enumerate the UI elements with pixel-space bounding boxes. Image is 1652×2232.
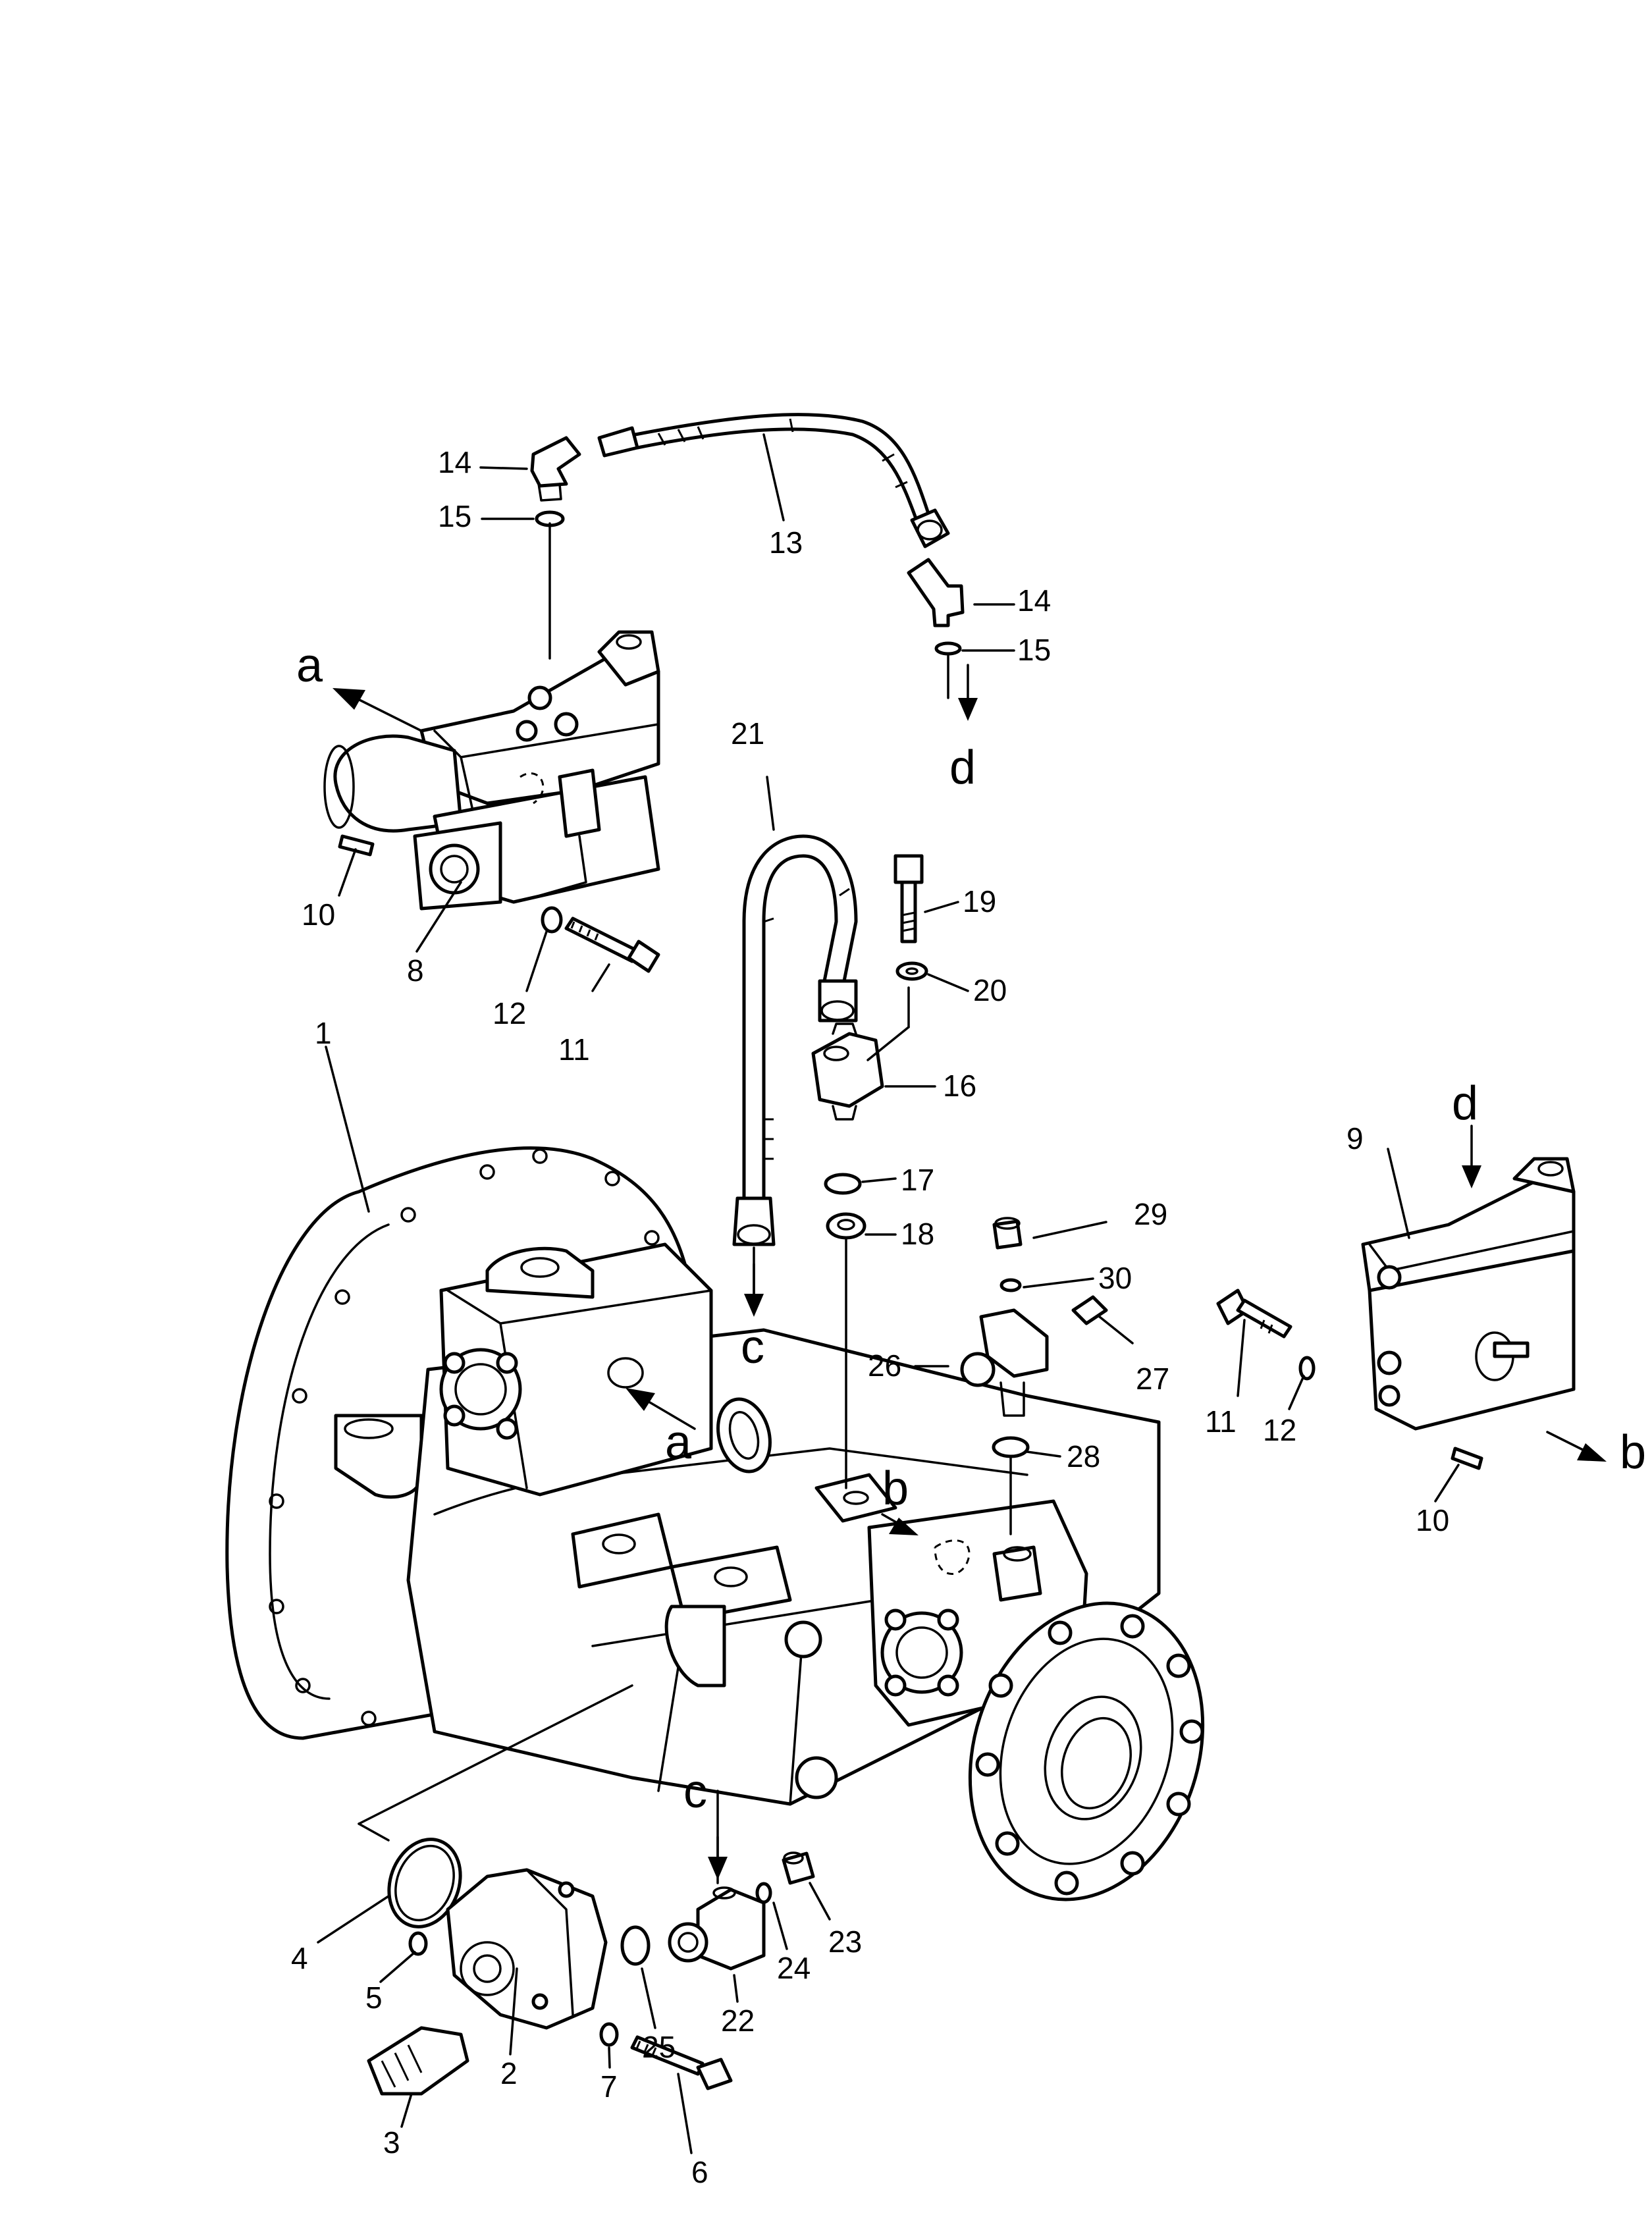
callout-15-right: 15 xyxy=(1017,633,1051,667)
part-26-check-block xyxy=(960,1308,1049,1417)
part-11-bolt-right xyxy=(1216,1289,1292,1339)
part-10-pin-left xyxy=(338,834,375,857)
callout-11-left: 11 xyxy=(558,1032,590,1067)
callout-22: 22 xyxy=(721,2004,755,2038)
callout-6: 6 xyxy=(691,2155,708,2189)
part-22-valve-block xyxy=(668,1886,766,1971)
leader-lines xyxy=(317,433,1460,2154)
callout-8: 8 xyxy=(407,953,424,988)
letter-d-valve: d xyxy=(1452,1077,1478,1130)
part-27-grease-fitting xyxy=(1071,1295,1108,1325)
callout-16: 16 xyxy=(943,1069,976,1103)
part-3-relief-valve xyxy=(367,2026,469,2096)
part-25-oring xyxy=(620,1925,651,1966)
letter-a-valve: a xyxy=(296,639,323,692)
callout-14-right: 14 xyxy=(1017,583,1051,618)
part-6-bolt xyxy=(630,2035,733,2090)
part-11-bolt-left xyxy=(564,917,660,973)
part-21-hose xyxy=(732,834,858,1246)
part-19-bolt xyxy=(893,854,924,943)
callout-10-left: 10 xyxy=(302,897,335,932)
part-8-servo-valve-assembly xyxy=(323,630,660,911)
callout-9: 9 xyxy=(1346,1121,1364,1156)
rear-flange-bolts xyxy=(975,1614,1204,1896)
callout-3: 3 xyxy=(383,2125,400,2160)
callout-13: 13 xyxy=(769,525,803,560)
part-1-main-pump-assembly xyxy=(225,1146,1205,1901)
part-14-elbow-left xyxy=(530,436,581,502)
letter-c-hose: c xyxy=(741,1321,764,1373)
callout-14-left: 14 xyxy=(438,445,471,479)
part-30-ring xyxy=(999,1278,1022,1292)
connection-letters: a a b b c c d d xyxy=(296,639,1646,1818)
letter-b-valve: b xyxy=(1620,1426,1646,1479)
callout-5: 5 xyxy=(365,1980,383,2015)
letter-b-pump: b xyxy=(882,1462,909,1515)
part-24-ring xyxy=(755,1882,772,1904)
callout-25: 25 xyxy=(642,2030,676,2064)
callout-15-left: 15 xyxy=(438,499,471,533)
part-15-oring-right xyxy=(934,641,962,656)
callout-1: 1 xyxy=(315,1016,332,1050)
callout-17: 17 xyxy=(901,1163,934,1197)
callout-4: 4 xyxy=(291,1941,308,1975)
part-28-oring xyxy=(992,1436,1030,1458)
part-12-washer-right xyxy=(1298,1356,1316,1381)
part-14-elbow-right xyxy=(907,558,965,627)
callout-27: 27 xyxy=(1136,1362,1169,1396)
callout-29: 29 xyxy=(1134,1197,1167,1231)
part-10-pin-right xyxy=(1451,1447,1483,1470)
part-4-oring-large xyxy=(387,1838,462,1928)
part-16-flange-block xyxy=(811,1023,884,1121)
flange-bolt-holes xyxy=(269,1148,679,1726)
part-18-collar xyxy=(826,1212,866,1240)
part-7-washer xyxy=(599,2022,619,2047)
letter-d-hose: d xyxy=(949,741,976,794)
callout-21: 21 xyxy=(731,716,764,751)
callout-24: 24 xyxy=(777,1951,811,1985)
callout-23: 23 xyxy=(828,1925,862,1959)
callout-numbers: 1 2 3 4 5 6 7 8 9 10 10 11 11 12 12 13 1… xyxy=(291,445,1449,2189)
callout-20: 20 xyxy=(973,973,1007,1007)
part-23-plug xyxy=(782,1851,815,1885)
callout-11-right: 11 xyxy=(1205,1404,1237,1439)
part-5-oring-small xyxy=(408,1931,428,1956)
callout-7: 7 xyxy=(600,2069,618,2104)
part-20-washer xyxy=(895,961,928,981)
part-13-hose xyxy=(597,413,950,548)
connection-arrows xyxy=(333,664,1607,1880)
callout-10-right: 10 xyxy=(1416,1503,1449,1537)
part-2-gear-pump xyxy=(446,1868,608,2030)
callout-18: 18 xyxy=(901,1217,934,1251)
part-12-washer-left xyxy=(541,906,563,934)
callout-28: 28 xyxy=(1067,1439,1100,1474)
callout-19: 19 xyxy=(963,884,996,918)
part-9-valve-assembly-right xyxy=(1361,1157,1576,1431)
callout-2: 2 xyxy=(500,2056,518,2090)
letter-c-block: c xyxy=(683,1765,707,1818)
callout-12-right: 12 xyxy=(1263,1413,1296,1447)
letter-a-pump: a xyxy=(665,1416,692,1469)
callout-12-left: 12 xyxy=(493,996,526,1030)
callout-26: 26 xyxy=(868,1348,901,1383)
part-17-oring xyxy=(824,1173,862,1195)
part-29-plug xyxy=(992,1217,1023,1250)
callout-30: 30 xyxy=(1098,1261,1132,1295)
